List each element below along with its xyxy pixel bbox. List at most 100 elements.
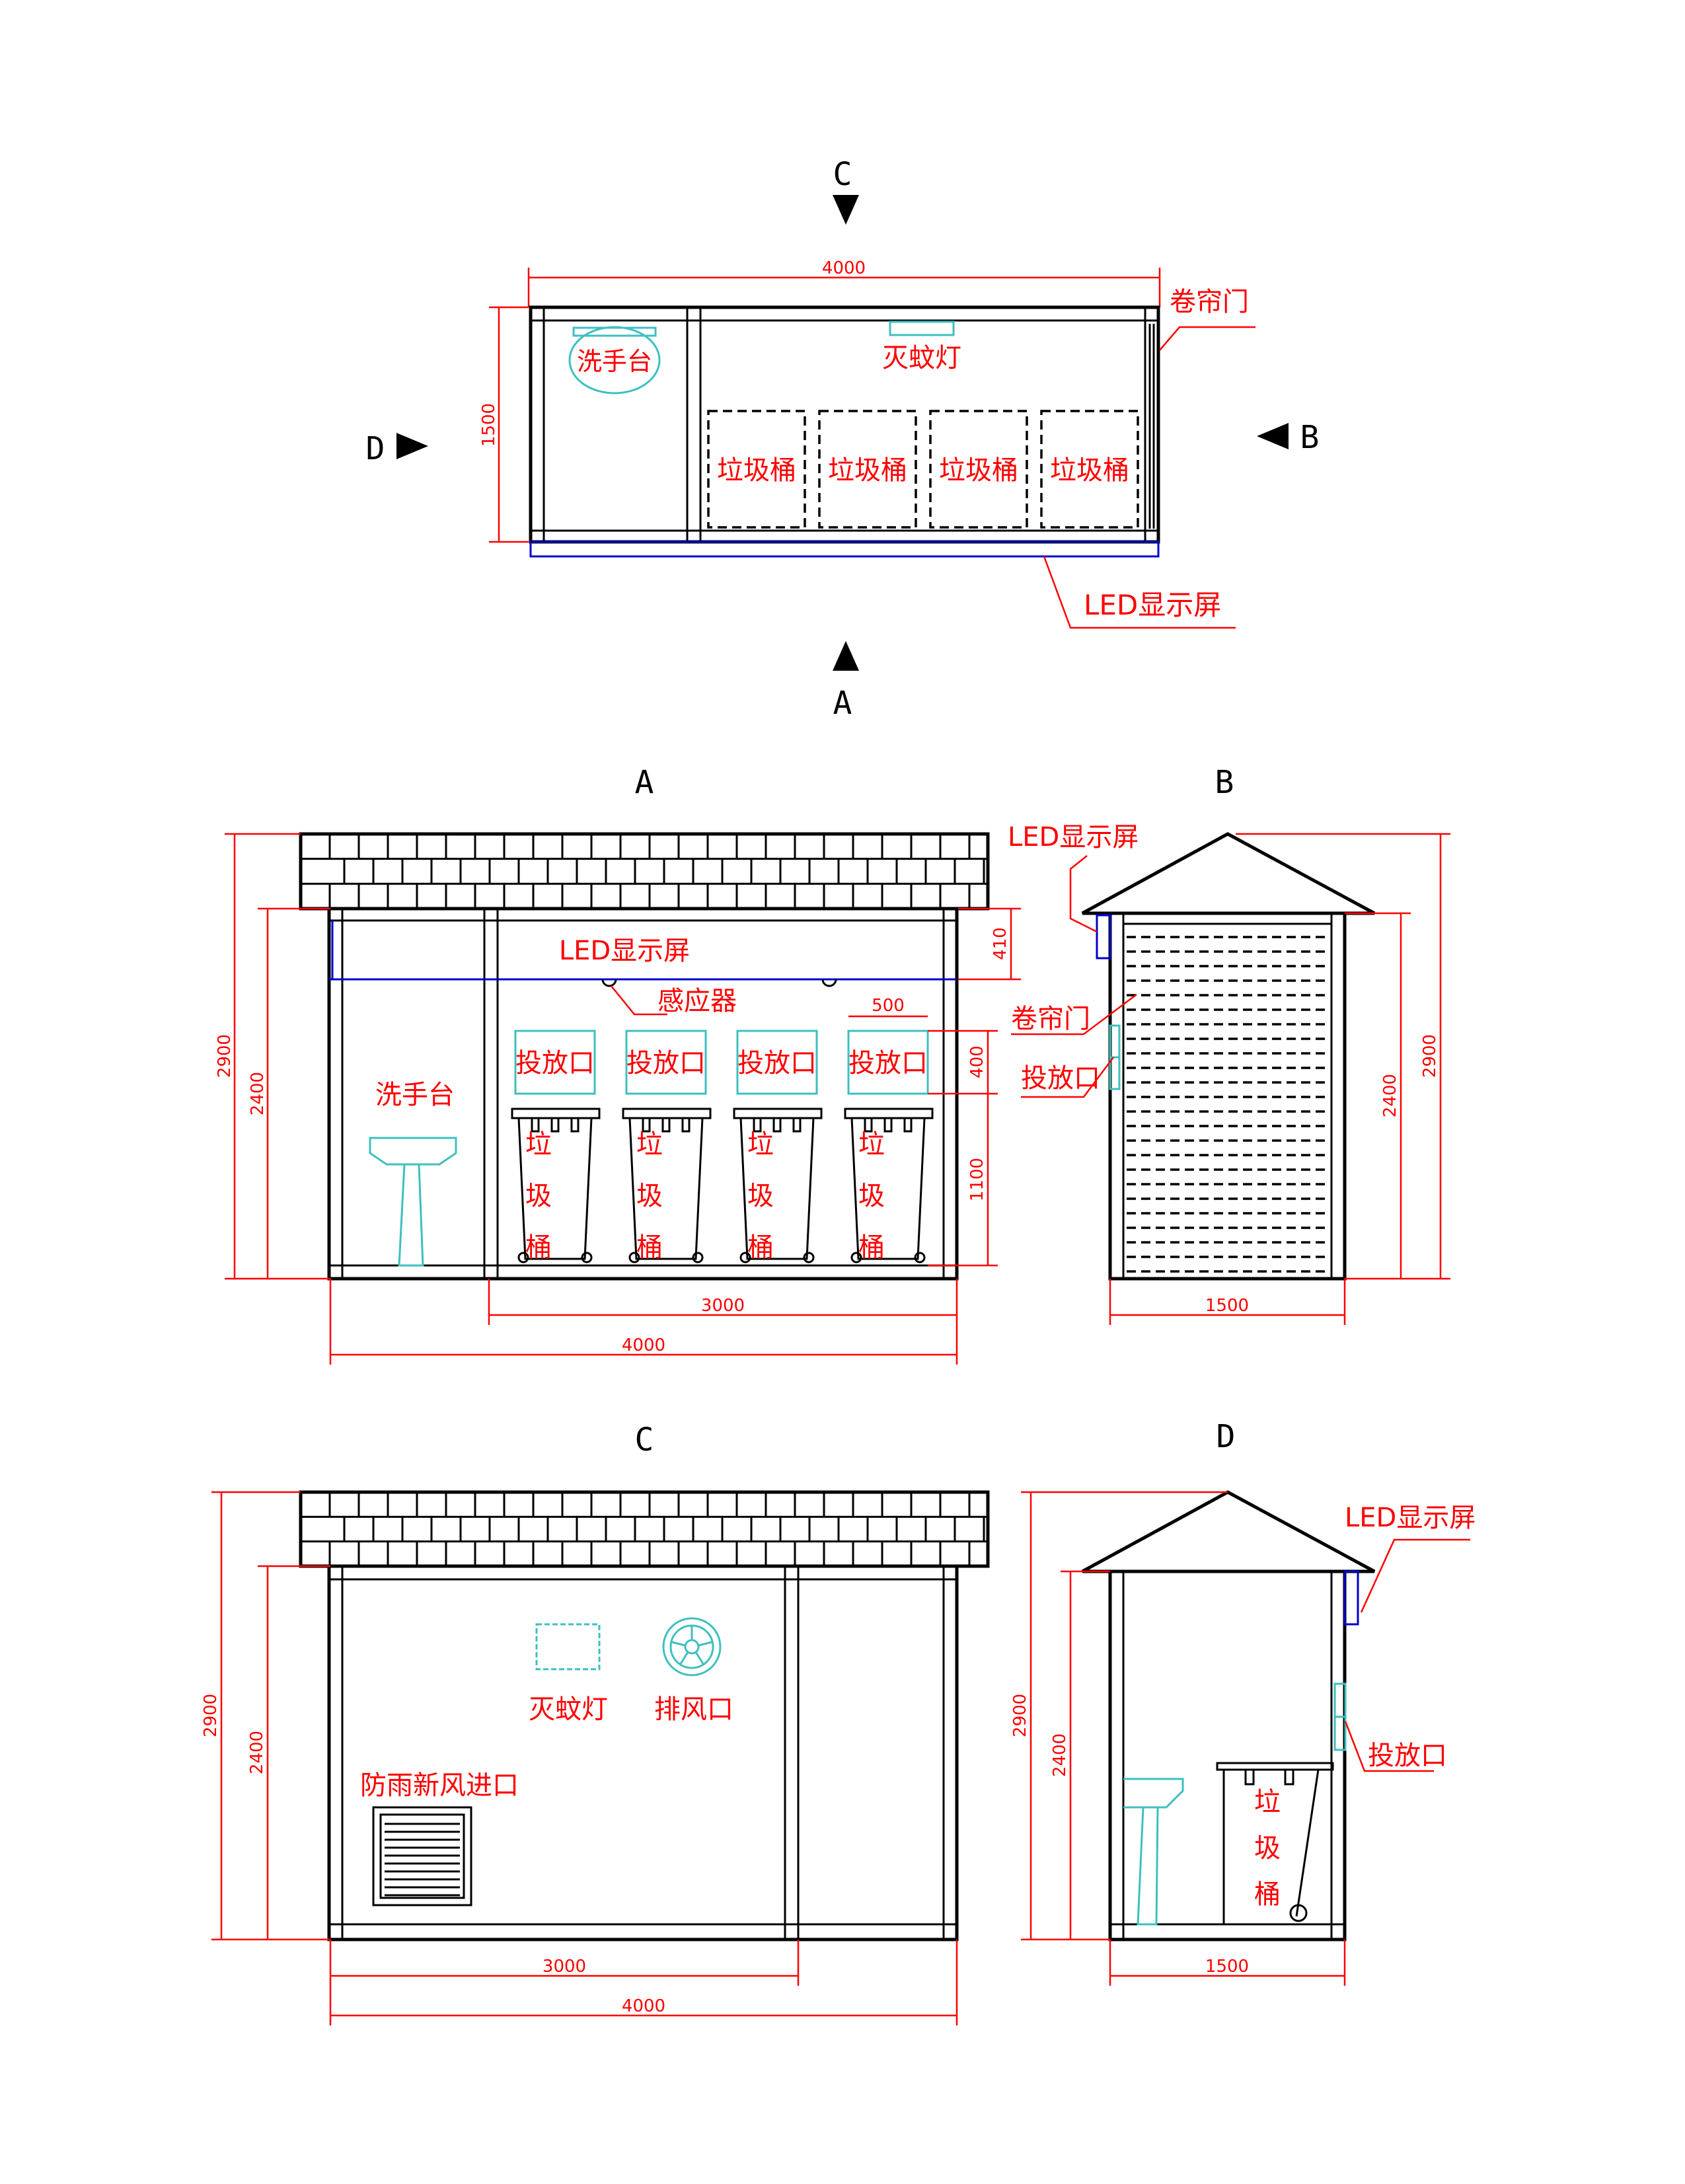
bin-body — [628, 1117, 704, 1260]
leader-line — [1069, 855, 1098, 933]
leader-line — [1011, 994, 1137, 1036]
column — [784, 1565, 800, 1941]
dim-total-height: 2900 — [1010, 1694, 1030, 1737]
vent-grille-icon — [372, 1806, 472, 1906]
led-screen — [1096, 914, 1111, 960]
bin-char: 圾 — [525, 1181, 552, 1211]
wheel-icon — [628, 1252, 640, 1263]
bin-char: 桶 — [525, 1232, 552, 1263]
view-d-led-label: LED显示屏 — [1345, 1503, 1476, 1533]
bin-char: 圾 — [858, 1181, 885, 1211]
bin-char: 垃 — [636, 1129, 663, 1160]
slot-label: 投放口 — [515, 1048, 595, 1078]
slot-label: 投放口 — [848, 1048, 928, 1078]
view-c-vent-label: 防雨新风进口 — [360, 1770, 519, 1801]
bin-lid — [733, 1108, 823, 1119]
bin-char: 垃 — [747, 1129, 774, 1160]
plan-bin — [929, 410, 1028, 529]
counter-bracket — [1284, 1768, 1294, 1786]
view-b-led-label: LED显示屏 — [1008, 822, 1139, 852]
bin-lid — [622, 1108, 712, 1119]
bin-char: 垃 — [858, 1129, 885, 1160]
dim-wall-height: 2400 — [1380, 1074, 1400, 1117]
leader-line — [1344, 1721, 1434, 1772]
bin-handle — [772, 1117, 782, 1133]
plan-bin-label: 垃圾桶 — [828, 455, 907, 486]
dim-plan-width: 4000 — [822, 258, 866, 278]
sink-icon — [369, 1137, 457, 1166]
bin-body — [517, 1117, 593, 1260]
view-c-title: C — [635, 1421, 654, 1458]
bin-handle — [531, 1117, 540, 1133]
column — [483, 907, 499, 1280]
roof-outline — [299, 832, 990, 911]
leader-line — [1159, 326, 1255, 351]
bin-char: 垃 — [1254, 1787, 1281, 1817]
bin-handle — [753, 1117, 762, 1133]
view-b-door-label: 卷帘门 — [1011, 1004, 1090, 1034]
roof-tiles — [299, 1490, 990, 1568]
plan-sink-label: 洗手台 — [577, 347, 652, 376]
plan-door-label: 卷帘门 — [1170, 287, 1249, 317]
wheel-icon — [850, 1252, 862, 1263]
drop-slot — [847, 1030, 929, 1095]
plan-bin — [818, 410, 917, 529]
view-b-title: B — [1215, 764, 1234, 801]
bin-handle — [681, 1117, 691, 1133]
dim-outer-width: 4000 — [622, 1336, 665, 1355]
leader-line — [611, 985, 667, 1016]
roof-outline — [299, 1490, 990, 1568]
dim-total-height: 2900 — [1420, 1034, 1440, 1078]
sink-icon — [1123, 1778, 1184, 1809]
plan-led-screen — [529, 541, 1160, 558]
slot-label: 投放口 — [626, 1048, 706, 1078]
roof-tiles — [299, 832, 990, 911]
bin-lid — [511, 1108, 601, 1119]
column — [1109, 1570, 1125, 1941]
bin-char: 垃 — [525, 1129, 552, 1160]
bin-char: 圾 — [636, 1181, 663, 1211]
elevation-a: A LED显示屏 感应器 投放口 投放口 投放口 投放口 垃圾桶垃圾桶垃圾桶垃圾… — [215, 764, 1021, 1365]
bin-handle — [792, 1117, 802, 1133]
bin-lid — [844, 1108, 934, 1119]
view-a-led-label: LED显示屏 — [559, 936, 690, 966]
drop-slot — [736, 1030, 818, 1095]
elevation-c: C 灭蚊灯 排风口 防雨新风进口 2900 — [201, 1421, 990, 2025]
section-arrow-icon — [833, 641, 859, 671]
wheel-icon — [517, 1252, 529, 1263]
column — [1109, 912, 1125, 1280]
roller-door-slats — [1127, 936, 1328, 1273]
bin-char: 桶 — [747, 1232, 774, 1263]
plan-column — [529, 306, 545, 543]
section-arrow-icon — [396, 433, 428, 459]
bin-char: 桶 — [636, 1232, 663, 1263]
frame-outline — [327, 1564, 959, 1941]
marker-d-label: D — [366, 430, 385, 467]
bin-handle — [642, 1117, 651, 1133]
wheel-icon — [739, 1252, 751, 1263]
sink-pedestal — [1137, 1807, 1159, 1926]
bin-char: 圾 — [1254, 1833, 1281, 1864]
slot-label: 投放口 — [737, 1048, 817, 1078]
drop-slot — [1333, 1715, 1347, 1751]
dim-width: 1500 — [1205, 1296, 1249, 1316]
exhaust-fan-icon — [662, 1617, 722, 1676]
column — [942, 1565, 958, 1941]
sink-pedestal — [398, 1164, 424, 1267]
bin-char: 圾 — [747, 1181, 774, 1211]
bin-char: 桶 — [1254, 1879, 1281, 1910]
leader-line — [1360, 1538, 1470, 1613]
plan-outline — [529, 305, 1160, 544]
marker-b-label: B — [1300, 419, 1320, 456]
elevation-d: D 垃 圾 桶 LED显示屏 投放口 2900 2400 — [1010, 1418, 1476, 1986]
wheel-icon — [1289, 1904, 1308, 1922]
bin-handle — [570, 1117, 580, 1133]
view-c-fan-label: 排风口 — [654, 1694, 733, 1725]
elevation-b: B LED显示屏 卷帘门 投放口 2900 2400 1500 — [1008, 764, 1450, 1325]
plan-led-label: LED显示屏 — [1084, 589, 1221, 621]
dim-led-height: 410 — [991, 927, 1010, 960]
plan-bin-label: 垃圾桶 — [717, 455, 796, 486]
plan-partition — [686, 306, 702, 543]
drop-slot — [1109, 1024, 1121, 1059]
